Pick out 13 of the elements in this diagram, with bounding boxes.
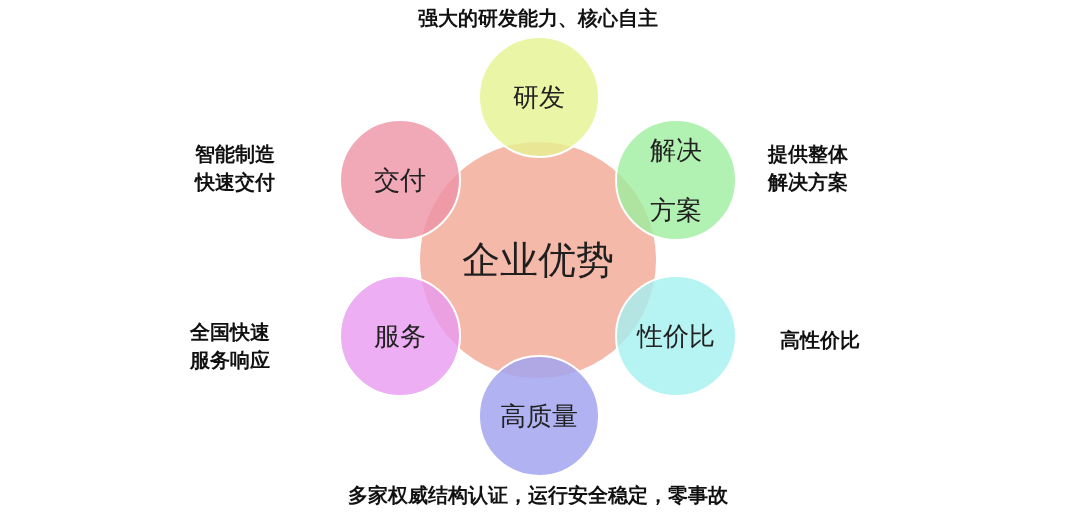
caption-text: 多家权威结构认证，运行安全稳定，零事故 (347, 482, 729, 509)
caption-text: 强大的研发能力、核心自主 (417, 5, 659, 32)
circle-label: 服务 (374, 320, 426, 352)
circle-label: 企业优势 (462, 238, 614, 282)
circle-label: 性价比 (637, 320, 715, 352)
caption-text: 提供整体解决方案 (768, 141, 849, 196)
caption-text: 智能制造快速交付 (195, 141, 276, 196)
caption-text: 全国快速服务响应 (190, 319, 271, 374)
circle-label: 研发 (513, 81, 565, 113)
circle-label: 交付 (374, 164, 426, 196)
circle-label: 高质量 (500, 400, 578, 432)
circle-label: 解决方案 (649, 134, 703, 227)
caption-text: 高性价比 (780, 327, 861, 354)
